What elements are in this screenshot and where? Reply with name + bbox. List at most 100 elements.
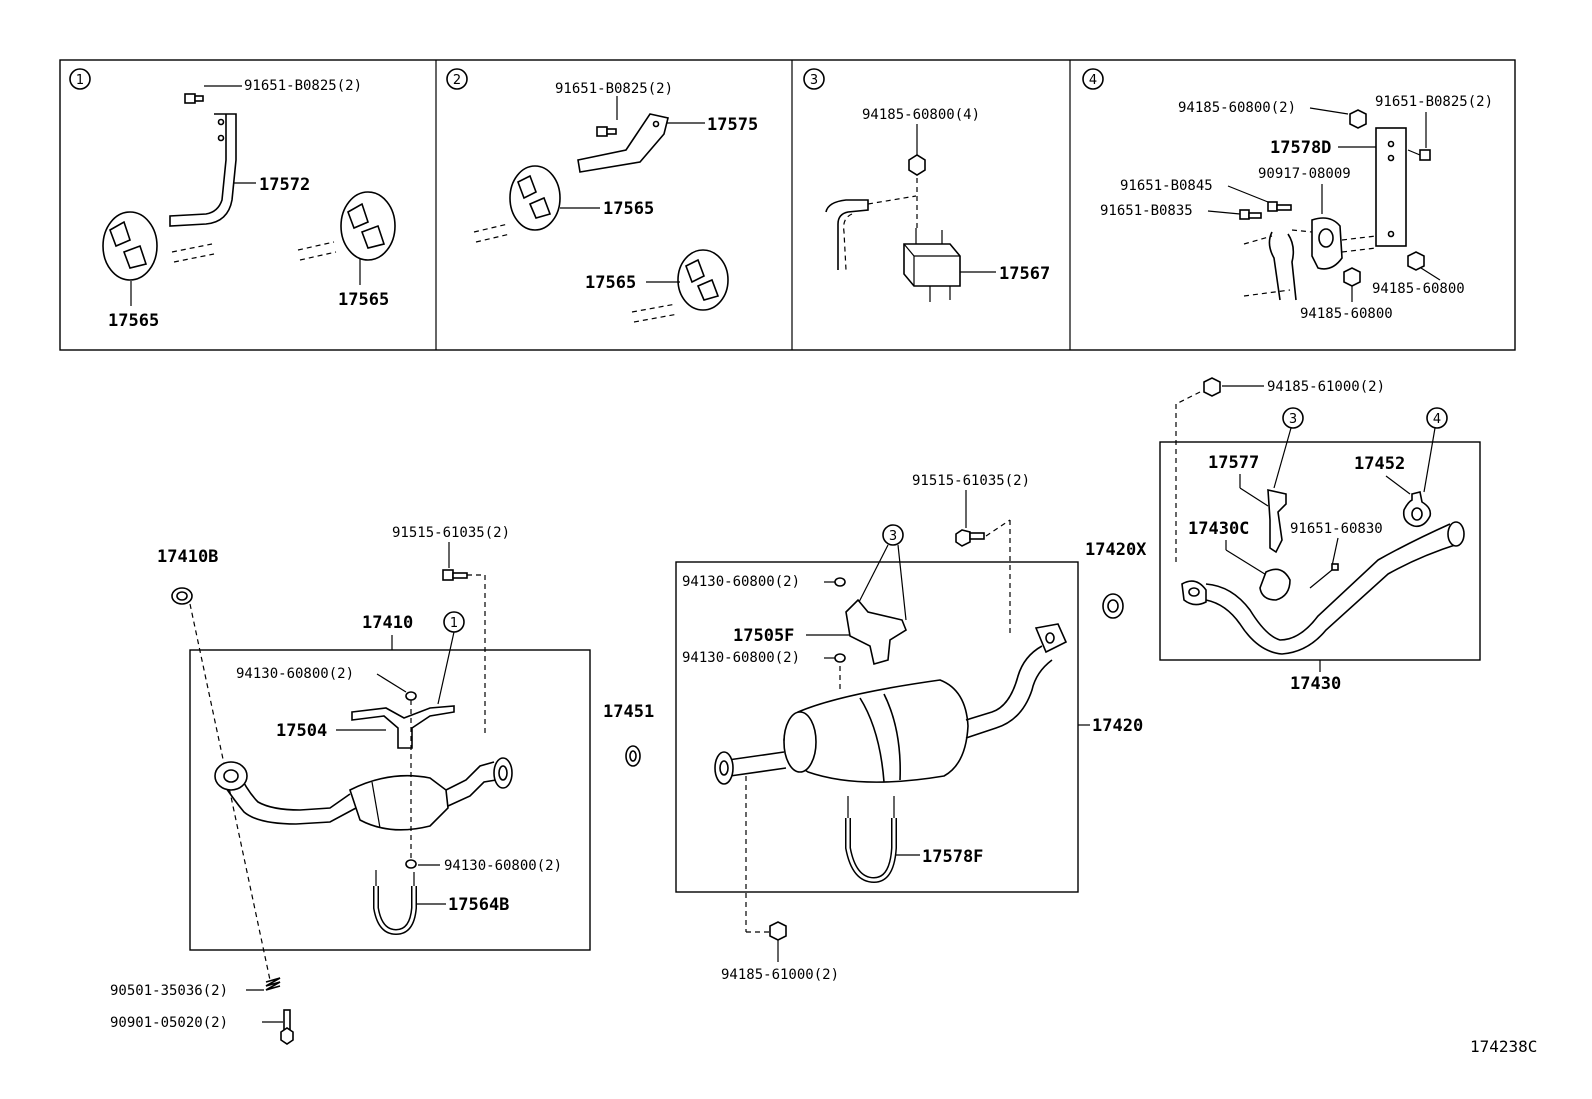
pipe-flange-icon (1034, 623, 1068, 654)
panel4-bracket-label: 17578D (1270, 138, 1331, 158)
hanger-cutout-icon (347, 202, 386, 249)
nut-icon (1343, 267, 1361, 287)
leader-line (857, 544, 889, 605)
center-bracket-label: 17505F (733, 626, 794, 646)
front-pipe-icon (447, 779, 497, 807)
front-pipe-icon (237, 771, 351, 811)
nut-icon (1407, 251, 1425, 271)
pipe-stub-line (631, 303, 677, 313)
front-spring-label: 90501-35036(2) (110, 983, 228, 999)
plate-hole-icon (1387, 154, 1395, 162)
catalytic-converter-icon (349, 774, 449, 831)
panel4-nut-top-label: 94185-60800(2) (1178, 100, 1296, 116)
front-assembly-label: 17410 (362, 613, 413, 633)
nut-icon (1203, 377, 1221, 397)
hanger-bracket-icon (169, 113, 237, 227)
pipe-flange-hole-icon (1045, 632, 1055, 644)
leader-line (376, 673, 407, 693)
front-gasket-label: 17410B (157, 547, 218, 567)
panel1-bolt-label: 91651-B0825(2) (244, 78, 362, 94)
panel2-bracket-label: 17575 (707, 115, 758, 135)
bolt-shank-icon (452, 572, 468, 579)
u-clamp-inner (374, 886, 416, 934)
leader-line (1207, 210, 1241, 215)
bolt-icon (596, 126, 608, 137)
bolt-icon (1267, 201, 1278, 212)
bolt-shank-icon (969, 532, 985, 540)
center-gasket-label: 17451 (603, 702, 654, 722)
bolt-shank-icon (194, 95, 204, 102)
leader-line (1309, 107, 1349, 115)
tail-clamp-label: 17452 (1354, 454, 1405, 474)
exhaust-mount-icon (903, 243, 961, 287)
hanger-bracket-icon (577, 113, 669, 173)
tail-pipe-box (1159, 441, 1481, 661)
pipe-flange-icon (214, 761, 248, 791)
callout-3-ref-label: 3 (1289, 412, 1297, 427)
callout-2-label: 2 (453, 73, 461, 88)
panel-2: 2 91651-B0825(2) 17575 17565 17565 (446, 68, 758, 323)
rubber-hanger-icon (340, 191, 396, 261)
pipe-stub-line (473, 223, 509, 233)
callout-4-ref-circle (1426, 407, 1448, 429)
callout-1-circle (69, 68, 91, 90)
hanger-cutout-icon (109, 220, 148, 269)
assembly-line (985, 519, 1011, 537)
callout-2-circle (446, 68, 468, 90)
rubber-hanger-icon (677, 249, 729, 311)
bolt-icon (955, 529, 971, 547)
pipe-flange-icon (493, 757, 513, 789)
panel-4: 4 94185-60800(2) 91651-B0825(2) 17578D 9… (1082, 68, 1493, 322)
gasket-hole-icon (1107, 599, 1119, 613)
figure-id-label: 174238C (1470, 1037, 1537, 1056)
panel1-bracket-label: 17572 (259, 175, 310, 195)
muffler-bracket-icon (845, 598, 907, 666)
leader-line (1385, 475, 1411, 495)
center-assembly-label: 17420 (1092, 716, 1143, 736)
gasket-hole-icon (176, 591, 188, 601)
pipe-flange-hole-icon (1188, 587, 1200, 597)
callout-3-label: 3 (810, 73, 818, 88)
panel4-support-label: 90917-08009 (1258, 166, 1351, 182)
gasket-icon (1102, 593, 1124, 619)
panel2-bolt-label: 91651-B0825(2) (555, 81, 673, 97)
leader-line (1420, 267, 1441, 281)
assembly-line (1341, 235, 1377, 241)
front-bolt-bottom-label: 90901-05020(2) (110, 1015, 228, 1031)
muffler-inlet-pipe-icon (727, 751, 785, 761)
plate-hole-icon (1387, 230, 1395, 238)
panel4-nut-bottom-label: 94185-60800 (1300, 306, 1393, 322)
panel3-nut-label: 94185-60800(4) (862, 107, 980, 123)
bracket-hole-icon (217, 134, 225, 142)
bolt-shank-icon (1407, 149, 1421, 156)
tail-bolt-label: 91651-60830 (1290, 521, 1383, 537)
gasket-hole-icon (629, 750, 637, 762)
front-nut-lower-label: 94130-60800(2) (444, 858, 562, 874)
center-nut-upper-label: 94130-60800(2) (682, 574, 800, 590)
front-bolt-top-label: 91515-61035(2) (392, 525, 510, 541)
leader-line (1331, 537, 1339, 567)
rubber-insulator-icon (1259, 568, 1291, 601)
rubber-support-icon (1311, 217, 1343, 270)
assembly-line (1291, 229, 1313, 233)
callout-3-ref-label: 3 (889, 529, 897, 544)
center-muffler-box (675, 561, 1079, 893)
panel2-hanger-bottom-label: 17565 (585, 273, 636, 293)
callout-3-ref-circle (882, 524, 904, 546)
nut-icon (769, 921, 787, 941)
nut-icon (834, 577, 846, 587)
pipe-flange-hole-icon (498, 765, 508, 781)
gasket-17420x-group: 17420X (1085, 540, 1147, 619)
bracket-hole-icon (217, 118, 225, 126)
u-clamp-inner (846, 818, 896, 882)
front-pipe-icon (221, 781, 357, 825)
hanger-plate-icon (1375, 127, 1407, 247)
front-clamp-label: 17564B (448, 895, 509, 915)
assembly-line (189, 603, 271, 981)
nut-icon (405, 691, 417, 701)
leader-line (437, 631, 455, 705)
tail-sub-label: 17430C (1188, 519, 1249, 539)
converter-seam-line (371, 781, 381, 829)
